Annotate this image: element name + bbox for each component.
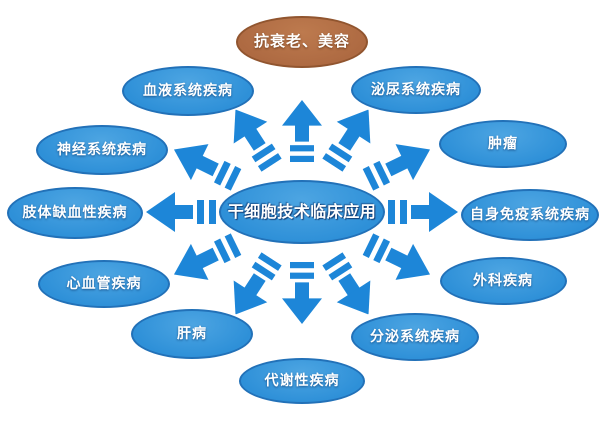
node-label: 心血管疾病 <box>66 275 142 292</box>
arrow-metabolic <box>282 262 322 324</box>
node-blood-system: 血液系统疾病 <box>122 66 254 116</box>
arrow-tumor <box>362 144 431 191</box>
node-urinary-system: 泌尿系统疾病 <box>351 66 481 114</box>
arrow-autoimmune-system <box>388 192 458 232</box>
node-label: 肿瘤 <box>488 135 518 152</box>
node-tumor: 肿瘤 <box>439 120 567 168</box>
node-limb-ischemia: 肢体缺血性疾病 <box>7 187 143 239</box>
arrow-limb-ischemia <box>146 192 216 232</box>
node-liver: 肝病 <box>131 309 253 359</box>
node-cardiovascular: 心血管疾病 <box>38 260 170 308</box>
arrow-liver <box>233 252 282 315</box>
node-label: 抗衰老、美容 <box>253 32 350 51</box>
arrow-urinary-system <box>322 109 371 172</box>
center-node: 干细胞技术临床应用 <box>219 180 385 244</box>
center-node-label: 干细胞技术临床应用 <box>227 201 377 221</box>
node-label: 分泌系统疾病 <box>370 328 460 345</box>
node-surgical: 外科疾病 <box>439 257 567 305</box>
node-label: 泌尿系统疾病 <box>371 81 461 98</box>
node-label: 神经系统疾病 <box>57 141 147 158</box>
node-anti-aging-beauty: 抗衰老、美容 <box>236 16 368 68</box>
node-label: 血液系统疾病 <box>143 82 233 99</box>
node-label: 肢体缺血性疾病 <box>22 204 128 221</box>
node-label: 代谢性疾病 <box>264 372 340 389</box>
arrow-nervous-system <box>173 144 242 191</box>
arrow-anti-aging-beauty <box>282 100 322 162</box>
node-label: 外科疾病 <box>473 272 533 289</box>
node-endocrine-system: 分泌系统疾病 <box>351 313 479 361</box>
node-nervous-system: 神经系统疾病 <box>36 125 168 175</box>
node-metabolic: 代谢性疾病 <box>239 358 365 404</box>
arrow-surgical <box>362 233 431 280</box>
node-autoimmune-system: 自身免疫系统疾病 <box>461 189 599 241</box>
arrow-endocrine-system <box>322 252 371 315</box>
node-label: 肝病 <box>177 325 207 342</box>
arrow-cardiovascular <box>173 233 242 280</box>
node-label: 自身免疫系统疾病 <box>470 206 590 223</box>
arrow-blood-system <box>233 109 282 172</box>
